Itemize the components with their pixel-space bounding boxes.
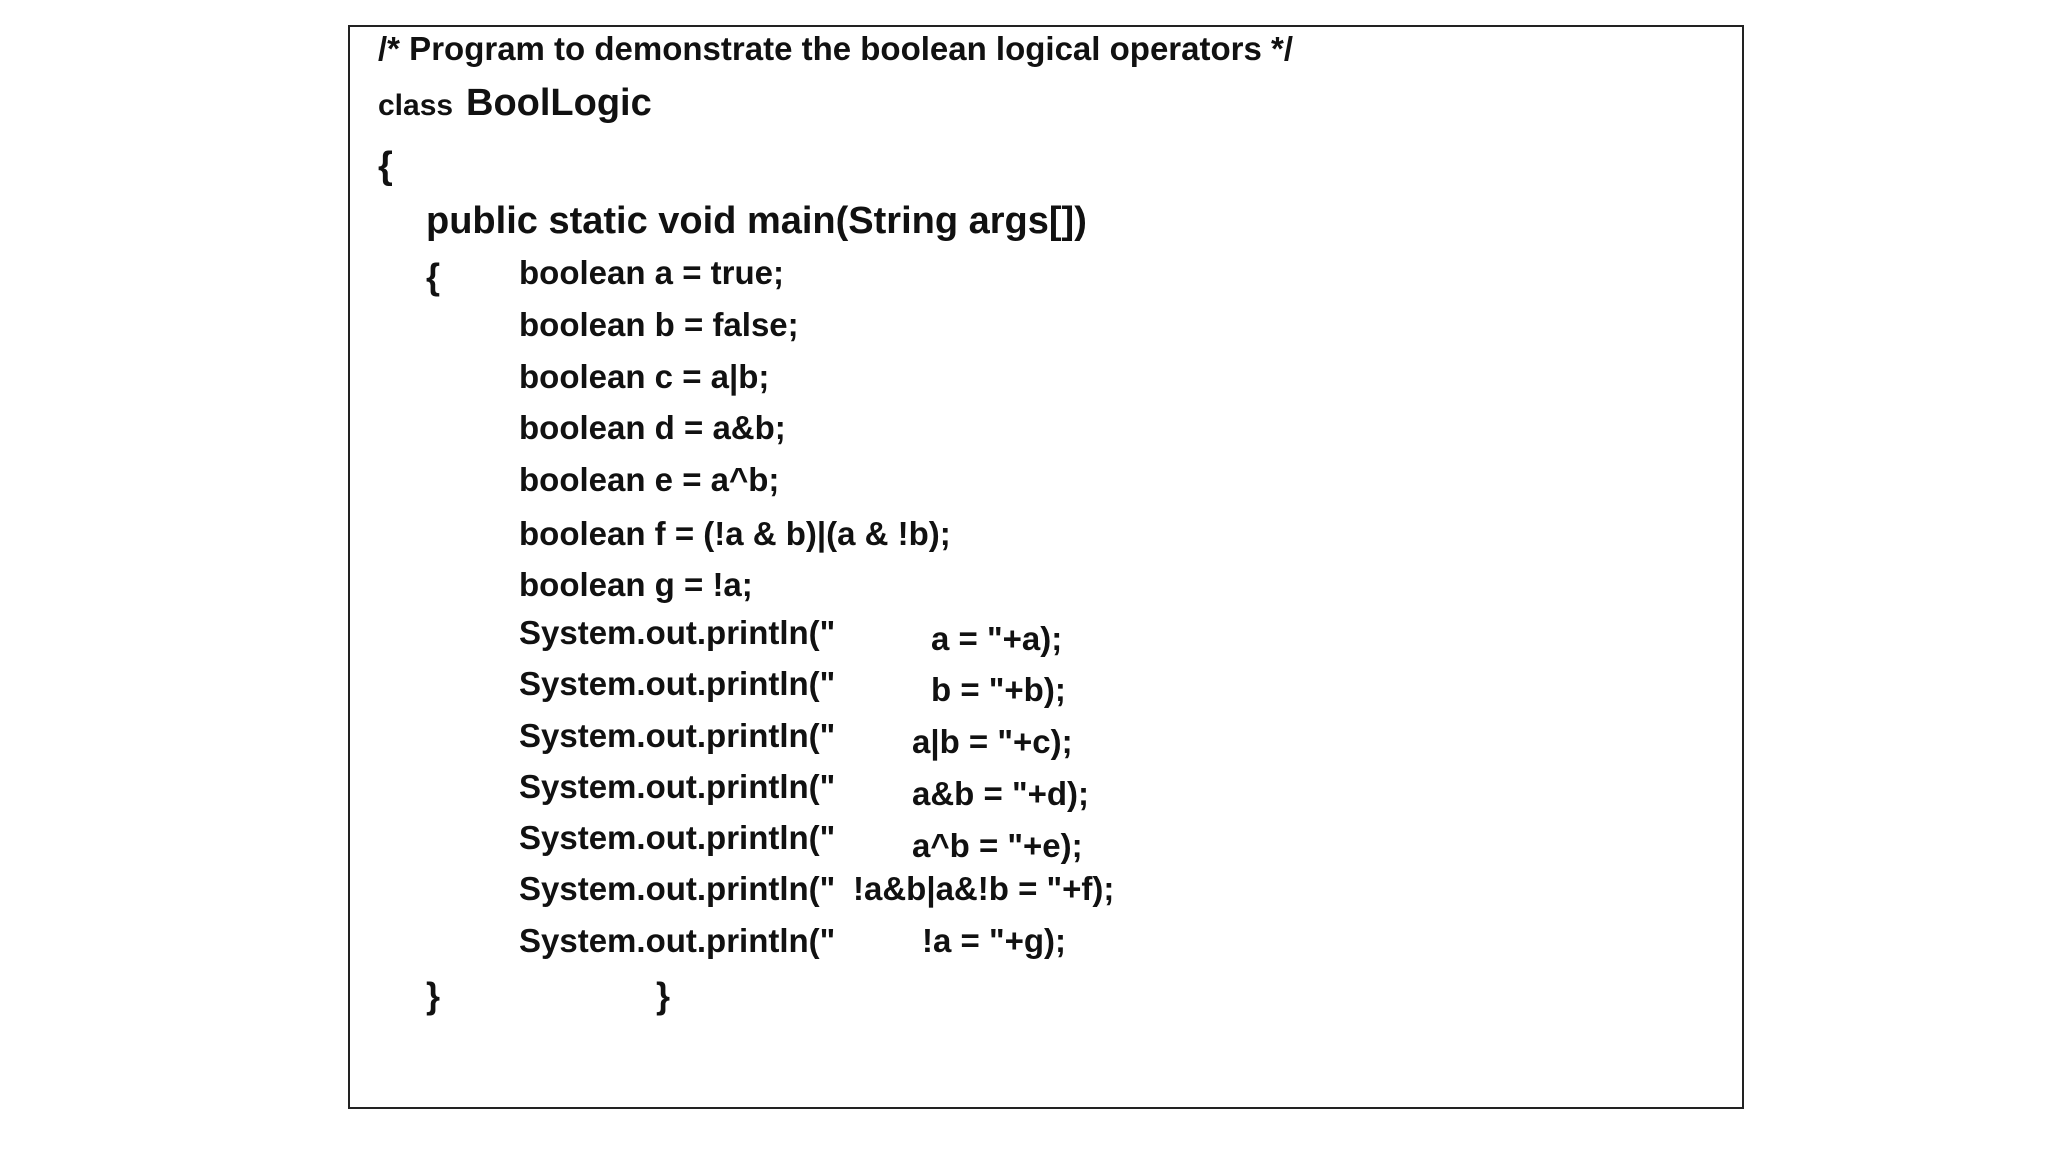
print-arg-d: a&b = "+d);: [912, 775, 1090, 812]
print-arg-e: a^b = "+e);: [912, 827, 1083, 864]
class-open-brace: {: [378, 145, 393, 187]
declaration-f: boolean f = (!a & b)|(a & !b);: [519, 515, 951, 552]
method-open-brace: {: [426, 256, 441, 297]
class-keyword: class: [378, 89, 454, 122]
print-call-c: System.out.println(": [519, 717, 836, 754]
class-close-brace: }: [656, 975, 671, 1016]
print-call-e: System.out.println(": [519, 819, 836, 856]
print-arg-f: !a&b|a&!b = "+f);: [853, 870, 1115, 907]
declaration-g: boolean g = !a;: [519, 566, 753, 603]
print-call-g: System.out.println(": [519, 922, 836, 959]
print-call-f: System.out.println(": [519, 870, 836, 907]
method-close-brace: }: [426, 975, 441, 1016]
print-arg-b: b = "+b);: [931, 671, 1066, 708]
declaration-a: boolean a = true;: [519, 254, 784, 291]
print-call-d: System.out.println(": [519, 768, 836, 805]
print-call-b: System.out.println(": [519, 665, 836, 702]
declaration-c: boolean c = a|b;: [519, 358, 770, 395]
code-comment: /* Program to demonstrate the boolean lo…: [378, 30, 1294, 67]
print-arg-g: !a = "+g);: [922, 922, 1067, 959]
print-arg-a: a = "+a);: [931, 620, 1063, 657]
print-call-a: System.out.println(": [519, 614, 836, 651]
declaration-e: boolean e = a^b;: [519, 461, 780, 498]
code-listing-box: [348, 25, 1744, 1109]
class-name: BoolLogic: [466, 82, 652, 124]
declaration-b: boolean b = false;: [519, 306, 799, 343]
declaration-d: boolean d = a&b;: [519, 409, 786, 446]
print-arg-c: a|b = "+c);: [912, 723, 1073, 760]
main-method-signature: public static void main(String args[]): [426, 200, 1087, 242]
